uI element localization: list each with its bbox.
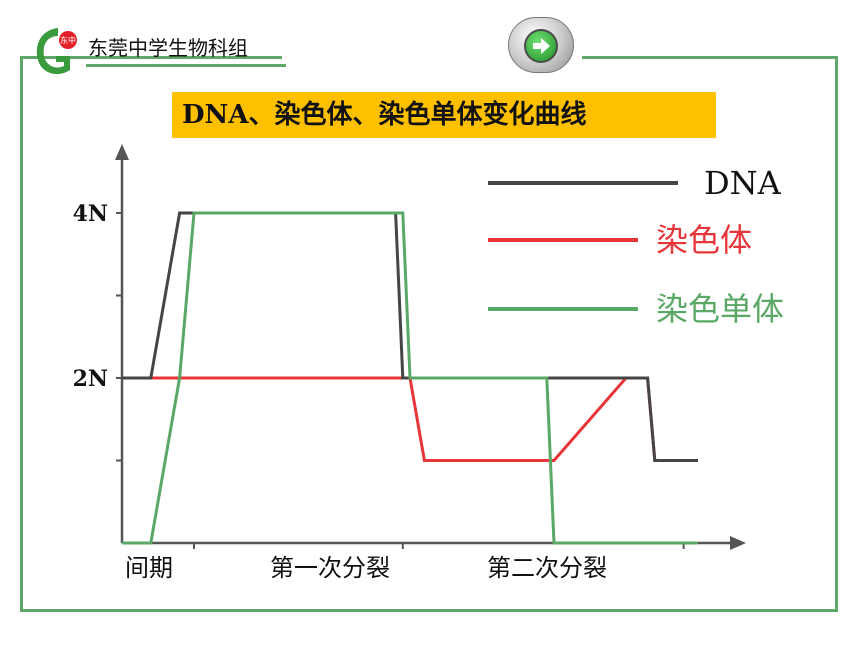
school-logo: 东中 东莞中学生物科组 xyxy=(30,22,290,82)
stage-label: 第一次分裂 xyxy=(270,554,390,582)
x-axis-arrow xyxy=(730,536,746,550)
legend-label: 染色单体 xyxy=(656,290,784,328)
right-arrow-icon xyxy=(524,29,558,63)
logo-badge-text: 东中 xyxy=(60,35,76,45)
y-tick-label: 2N xyxy=(73,366,108,392)
y-axis-arrow xyxy=(115,144,129,160)
series-line xyxy=(122,211,698,545)
logo-underline xyxy=(86,64,286,67)
legend-label: DNA xyxy=(704,164,782,202)
stage-label: 间期 xyxy=(125,554,173,582)
series-line xyxy=(122,376,698,462)
chart-title: DNA、染色体、染色单体变化曲线 xyxy=(172,92,716,138)
next-button[interactable] xyxy=(508,17,574,73)
school-label: 东莞中学生物科组 xyxy=(88,36,248,60)
y-tick-label: 4N xyxy=(73,201,108,227)
leaf-g-logo-icon: 东中 xyxy=(36,28,77,75)
frame-gap xyxy=(282,50,582,64)
stage-label: 第二次分裂 xyxy=(487,554,607,582)
chart-axes xyxy=(115,144,746,550)
legend-label: 染色体 xyxy=(656,221,752,259)
series-line xyxy=(122,211,698,462)
